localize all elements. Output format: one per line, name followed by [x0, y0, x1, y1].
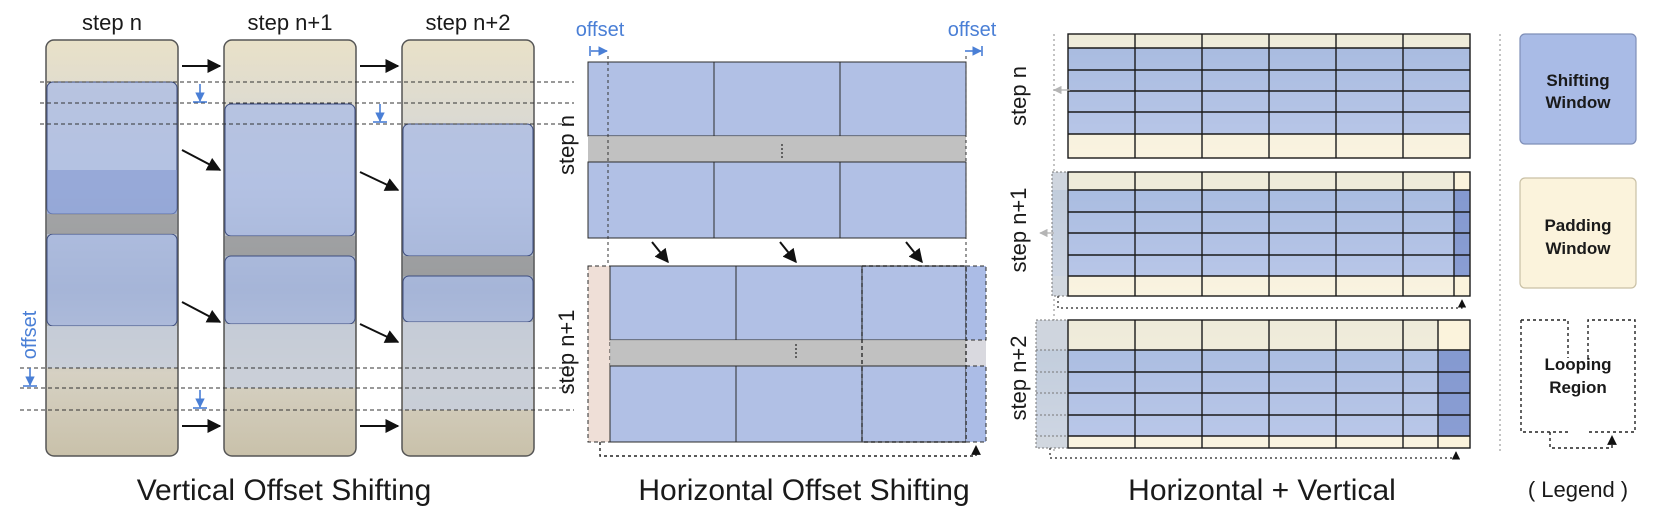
padding-window	[225, 324, 355, 388]
horizontal-caption: Horizontal Offset Shifting	[638, 474, 969, 507]
looping-arrow	[1049, 448, 1461, 460]
hv-caption: Horizontal + Vertical	[1128, 474, 1396, 507]
horizontal-step-n1	[587, 265, 987, 457]
shifting-window	[965, 265, 987, 341]
vertical-column-label-n1: step n+1	[247, 10, 332, 35]
horizontal-panel: offset offset step n step n+1	[554, 19, 997, 507]
shifting-window	[609, 265, 737, 341]
legend-shifting-swatch	[1519, 33, 1637, 145]
shifting-window	[402, 275, 534, 323]
legend: Shifting Window Padding Window Looping R…	[1519, 33, 1637, 502]
padding-window	[1454, 276, 1470, 296]
padding-window	[1036, 320, 1438, 350]
looping-arrow	[599, 442, 981, 457]
legend-padding-swatch	[1519, 177, 1637, 289]
shifting-window	[735, 365, 863, 443]
shifting-window	[861, 265, 967, 341]
legend-padding-label-1: Padding	[1544, 216, 1611, 235]
hv-step-n2	[1035, 319, 1471, 460]
horizontal-row-label-n: step n	[554, 115, 579, 175]
offset-arrows	[23, 84, 387, 409]
shifting-window	[735, 265, 863, 341]
shifting-window	[965, 365, 987, 443]
padding-window	[47, 326, 177, 368]
horizontal-offset-left: offset	[576, 19, 625, 41]
vertical-guide-lines	[20, 81, 574, 411]
legend-padding-label-2: Window	[1546, 239, 1612, 258]
padding-window	[1052, 172, 1454, 190]
hv-row-label-n2: step n+2	[1006, 335, 1031, 420]
offset-arrows	[589, 46, 983, 56]
shifting-window	[46, 233, 178, 327]
hv-row-label-n1: step n+1	[1006, 187, 1031, 272]
shifting-window	[224, 255, 356, 325]
shifting-window	[587, 161, 715, 239]
window-gap	[47, 214, 177, 234]
padding-window	[587, 265, 611, 443]
legend-looping-swatch	[1520, 319, 1636, 449]
vertical-column-n2	[401, 39, 535, 457]
padding-window	[1052, 276, 1454, 296]
padding-window	[1438, 436, 1470, 448]
horizontal-row-label-n1: step n+1	[554, 309, 579, 394]
hv-panel: step n step n+1 step n+2	[1006, 33, 1501, 507]
shifting-window	[587, 61, 715, 137]
looping-arrow	[1057, 296, 1467, 309]
shifting-window	[609, 365, 737, 443]
hv-step-n	[1053, 33, 1471, 159]
vertical-caption: Vertical Offset Shifting	[137, 474, 432, 507]
looping-region	[861, 265, 967, 443]
window-gap	[225, 236, 355, 256]
hv-row-label-n: step n	[1006, 66, 1031, 126]
padding-window	[1036, 436, 1438, 448]
vertical-column-n1	[223, 39, 357, 457]
window-gap	[610, 340, 966, 366]
shifting-window	[47, 170, 177, 214]
vertical-column-label-n: step n	[82, 10, 142, 35]
shifting-window	[402, 123, 534, 257]
horizontal-step-n	[587, 56, 967, 440]
window-gap	[588, 136, 966, 162]
vertical-offset-label: offset	[19, 310, 41, 359]
shifting-window	[861, 365, 967, 443]
legend-caption: ( Legend )	[1528, 477, 1628, 502]
padding-window	[1438, 320, 1470, 350]
horizontal-offset-right: offset	[948, 19, 997, 41]
shifting-window	[713, 161, 841, 239]
vertical-panel: step n step n+1 step n+2	[19, 10, 574, 507]
vertical-step-arrows	[181, 59, 400, 433]
shifting-window	[713, 61, 841, 137]
vertical-column-n	[45, 39, 179, 457]
shifting-window	[839, 161, 967, 239]
vertical-column-label-n2: step n+2	[425, 10, 510, 35]
looping-region	[1051, 171, 1069, 297]
legend-shifting-label-2: Window	[1546, 93, 1612, 112]
horizontal-step-arrows	[651, 241, 923, 264]
legend-shifting-label-1: Shifting	[1546, 71, 1609, 90]
padding-window	[403, 322, 533, 410]
legend-looping-label-1: Looping	[1544, 355, 1611, 374]
padding-window	[1454, 172, 1470, 190]
hv-step-n1	[1039, 171, 1471, 309]
legend-looping-label-2: Region	[1549, 378, 1607, 397]
shifting-window	[839, 61, 967, 137]
window-gap	[403, 256, 533, 276]
looping-region	[1035, 319, 1069, 449]
